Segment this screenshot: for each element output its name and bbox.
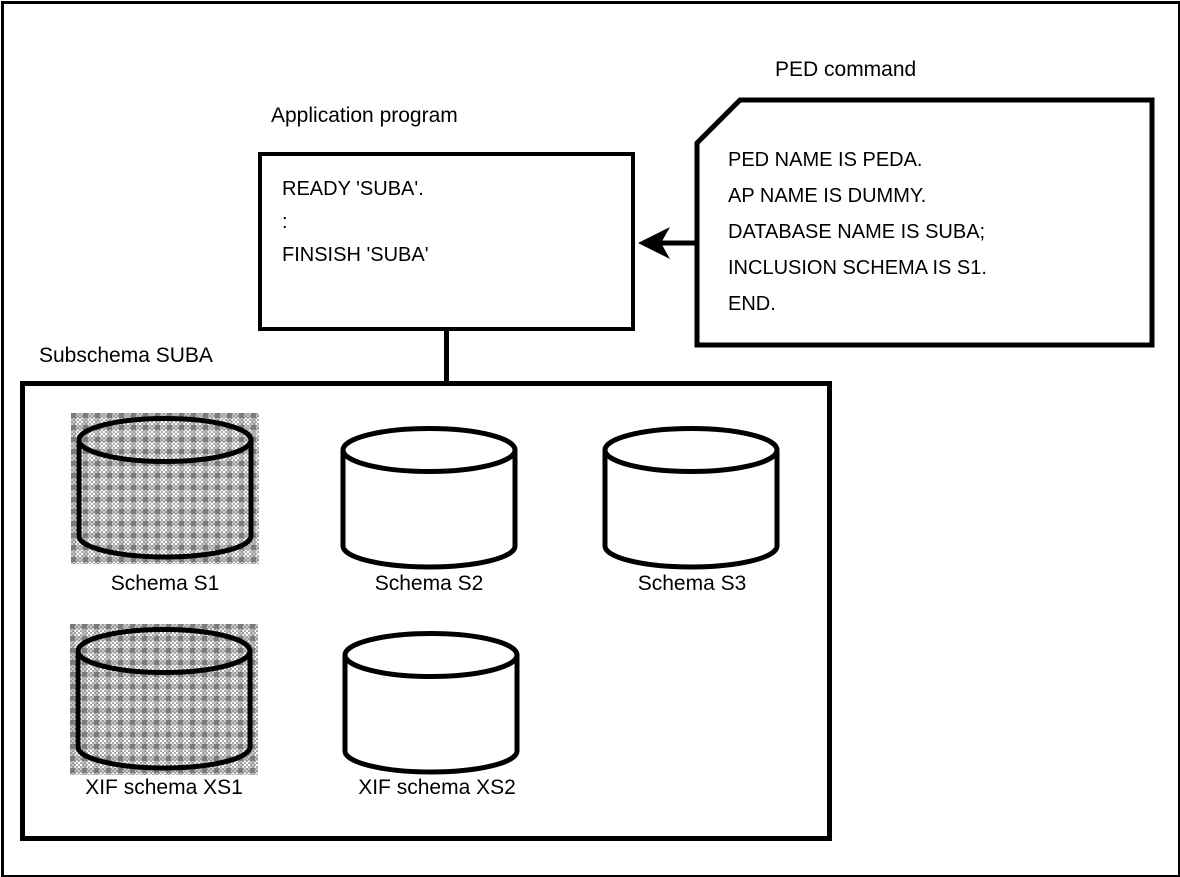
connector-line bbox=[444, 329, 449, 383]
code-line: PED NAME IS PEDA. bbox=[728, 149, 923, 171]
schema-s1-label: Schema S1 bbox=[110, 572, 220, 595]
code-line: DATABASE NAME IS SUBA; bbox=[728, 221, 986, 243]
schema-s3-label: Schema S3 bbox=[637, 572, 747, 595]
xif-schema-xs2-label: XIF schema XS2 bbox=[358, 776, 516, 799]
database-cylinder-icon-xif-xs1 bbox=[70, 624, 258, 775]
database-cylinder-icon-schema-s3 bbox=[602, 426, 780, 570]
code-line: AP NAME IS DUMMY. bbox=[728, 185, 927, 207]
application-program-label: Application program bbox=[271, 104, 458, 127]
database-cylinder-icon-xif-xs2 bbox=[342, 631, 520, 775]
code-line: INCLUSION SCHEMA IS S1. bbox=[728, 257, 987, 279]
xif-schema-xs1-label: XIF schema XS1 bbox=[85, 776, 243, 799]
code-line: FINSISH 'SUBA' bbox=[282, 244, 429, 266]
arrow-left-icon bbox=[638, 227, 697, 259]
code-line: : bbox=[282, 211, 288, 233]
ped-command-code: PED NAME IS PEDA. AP NAME IS DUMMY. DATA… bbox=[728, 142, 987, 322]
database-cylinder-icon-schema-s2 bbox=[340, 426, 518, 570]
schema-s2-label: Schema S2 bbox=[374, 572, 484, 595]
subschema-label: Subschema SUBA bbox=[39, 344, 213, 367]
ped-command-label: PED command bbox=[775, 58, 917, 81]
ped-command-box bbox=[694, 97, 1155, 348]
code-line: END. bbox=[728, 293, 776, 315]
application-program-code: READY 'SUBA'. : FINSISH 'SUBA' bbox=[282, 173, 429, 272]
code-line: READY 'SUBA'. bbox=[282, 178, 424, 200]
database-cylinder-icon-schema-s1 bbox=[71, 413, 259, 564]
